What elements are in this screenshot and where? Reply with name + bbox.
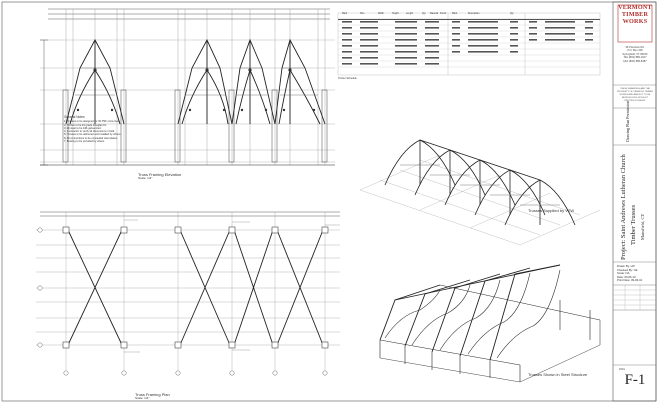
- sheet-label: DWG: [619, 368, 626, 371]
- col-header: Length: [406, 13, 414, 15]
- company-address: 36 Precision Rd. P.O. Box 418 Springfiel…: [622, 46, 648, 63]
- project-location: Mansfield, CT: [640, 213, 645, 240]
- note-line: 1. Trusses to be designed for 30 PSF sno…: [64, 120, 120, 124]
- general-notes: General Notes 1. Trusses to be designed …: [64, 115, 174, 144]
- supplied-caption: Trusses Supplied by VTW: [528, 208, 574, 213]
- col-header: Description: [468, 13, 480, 15]
- col-header: Width: [378, 13, 384, 15]
- trusses-isometric: [359, 139, 601, 246]
- elevation-title: Truss Framing Elevation: [138, 172, 182, 177]
- drawing-status: Drawing Plan Permission: [625, 101, 630, 142]
- sheet-number: F-1: [624, 372, 646, 388]
- project-name: Project: Saint Andrews Lutheran Church: [620, 154, 627, 260]
- project-subtitle: Timber Trusses: [630, 204, 637, 245]
- truss-plan: [36, 211, 340, 376]
- note-line: 3. All steel to be A36 galvanized.: [64, 126, 102, 130]
- col-header: Height: [392, 13, 399, 15]
- elevation-caption: Truss Framing Elevation: [138, 172, 181, 177]
- note-line: 6. All connections to be concealed steel…: [64, 136, 118, 140]
- plan-title: Truss Framing Plan: [135, 392, 170, 397]
- steel-structure-isometric: [379, 264, 601, 383]
- drawing-info: Drawn By: LW Checked By: CE Scale: NA Da…: [617, 264, 643, 283]
- steel-caption: Trusses Shown in Steel Structure: [528, 372, 587, 377]
- col-header: Mark: [452, 13, 458, 15]
- steel-title: Trusses Shown in Steel Structure: [528, 372, 588, 377]
- schedule-header: Mark Size Width Height Length Qty Materi…: [338, 13, 600, 20]
- company-logo: VERMONT TIMBER WORKS: [618, 4, 652, 25]
- elevation-scale: Scale: 1/4": [138, 176, 153, 180]
- plan-scale: Scale: 1/4": [135, 396, 150, 400]
- truss-elevation: [40, 8, 335, 166]
- copyright-note: THESE DRAWINGS ARE THE PROPERTY OF VERMO…: [617, 88, 653, 102]
- note-line: 2. Timber to be #1 grade Douglas Fir.: [64, 123, 107, 127]
- col-header: Size: [360, 13, 365, 15]
- col-header: Qty: [510, 13, 514, 15]
- plan-caption: Truss Framing Plan: [135, 392, 170, 397]
- titleblock-frame: [612, 1, 657, 402]
- col-header: Material: [430, 13, 439, 15]
- logo-frame: [617, 4, 653, 43]
- note-line: 7. Bracing to be provided by others.: [64, 140, 105, 144]
- col-header: Mark: [342, 13, 348, 15]
- col-header: Finish: [440, 13, 447, 15]
- note-line: 5. Trusses to be delivered and installed…: [64, 133, 122, 137]
- schedule-table-text: Mark Size Width Height Length Qty Materi…: [338, 13, 600, 83]
- general-notes-title: General Notes: [64, 115, 85, 119]
- schedule-rows: [342, 21, 593, 65]
- supplied-title: Trusses Supplied by VTW: [528, 208, 575, 213]
- schedule-footer: Timber Schedule: [338, 77, 357, 80]
- revision-grid: [613, 285, 656, 310]
- note-line: 4. Contractor to verify all dimensions i…: [64, 130, 115, 134]
- col-header: Qty: [422, 13, 426, 15]
